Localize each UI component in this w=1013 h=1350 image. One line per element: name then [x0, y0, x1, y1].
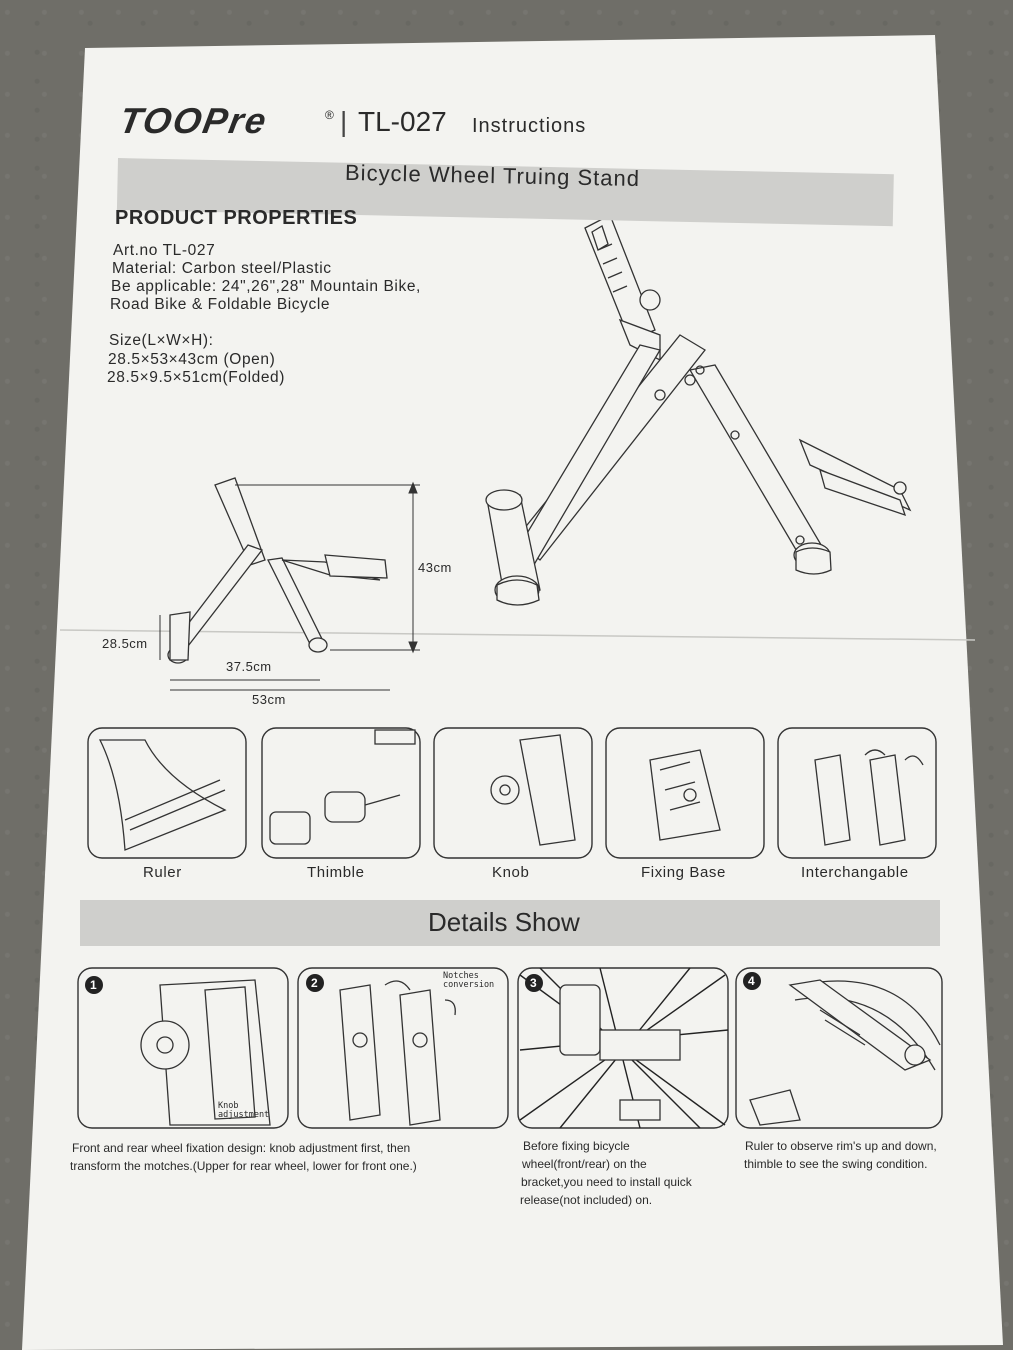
header-separator: |: [340, 106, 348, 137]
step-3-number-icon: [525, 974, 543, 992]
step-1-number-icon: [85, 976, 103, 994]
applicable-line-1: Be applicable: 24",26",28" Mountain Bike…: [111, 278, 421, 295]
fold-line: [59, 629, 976, 641]
dimension-height: 43cm: [418, 560, 452, 575]
step-4-number: 4: [748, 974, 755, 988]
step-2-number-icon: [306, 974, 324, 992]
size-open: 28.5×53×43cm (Open): [108, 351, 276, 368]
step-3-number: 3: [530, 976, 537, 990]
large-stand-illustration: [485, 214, 912, 606]
step-4-number-icon: [743, 972, 761, 990]
step-2-caption: Notches conversion: [443, 971, 495, 990]
dimension-depth: 28.5cm: [102, 636, 148, 651]
part-label-interchangable: Interchangable: [801, 864, 909, 881]
note-3-line-2: thimble to see the swing condition.: [744, 1157, 928, 1171]
part-label-ruler: Ruler: [143, 864, 182, 881]
step-boxes: [77, 967, 943, 1129]
details-band: [80, 900, 940, 946]
note-1-line-1: Front and rear wheel fixation design: kn…: [72, 1141, 411, 1155]
model-number: TL-027: [358, 106, 447, 137]
applicable-line-2: Road Bike & Foldable Bicycle: [110, 296, 331, 313]
step-2-number: 2: [311, 976, 318, 990]
dimension-lines: [159, 481, 420, 691]
note-2-line-3: bracket,you need to install quick: [521, 1175, 692, 1189]
step-1-caption: Knob adjustment: [218, 1101, 270, 1120]
art-no: Art.no TL-027: [113, 242, 216, 259]
part-label-thimble: Thimble: [307, 864, 365, 881]
registered-mark: ®: [325, 108, 334, 122]
step-number-circles: [85, 972, 761, 994]
step-4-box: [735, 967, 943, 1129]
properties-heading: PRODUCT PROPERTIES: [115, 207, 358, 229]
step-2-box: [297, 967, 509, 1129]
size-folded: 28.5×9.5×51cm(Folded): [107, 369, 286, 386]
note-2-line-2: wheel(front/rear) on the: [522, 1157, 647, 1171]
ruler-box: [87, 727, 247, 859]
part-boxes: [87, 727, 937, 859]
part-label-knob: Knob: [492, 864, 530, 881]
dimension-width: 53cm: [252, 692, 286, 707]
step-1-number: 1: [90, 978, 97, 992]
part-label-fixing-base: Fixing Base: [641, 864, 726, 881]
note-3-line-1: Ruler to observe rim's up and down,: [745, 1139, 937, 1153]
note-2-line-1: Before fixing bicycle: [523, 1139, 630, 1153]
dimension-inner-width: 37.5cm: [226, 659, 272, 674]
note-2-line-4: release(not included) on.: [520, 1193, 653, 1207]
doc-type: Instructions: [472, 115, 587, 137]
size-label: Size(L×W×H):: [109, 332, 214, 349]
interchangable-box: [777, 727, 937, 859]
small-stand-illustration: [167, 477, 388, 664]
details-heading: Details Show: [428, 907, 580, 937]
material: Material: Carbon steel/Plastic: [112, 260, 332, 277]
note-1-line-2: transform the motches.(Upper for rear wh…: [70, 1159, 417, 1173]
brand-logo: TOOPre: [116, 100, 272, 141]
